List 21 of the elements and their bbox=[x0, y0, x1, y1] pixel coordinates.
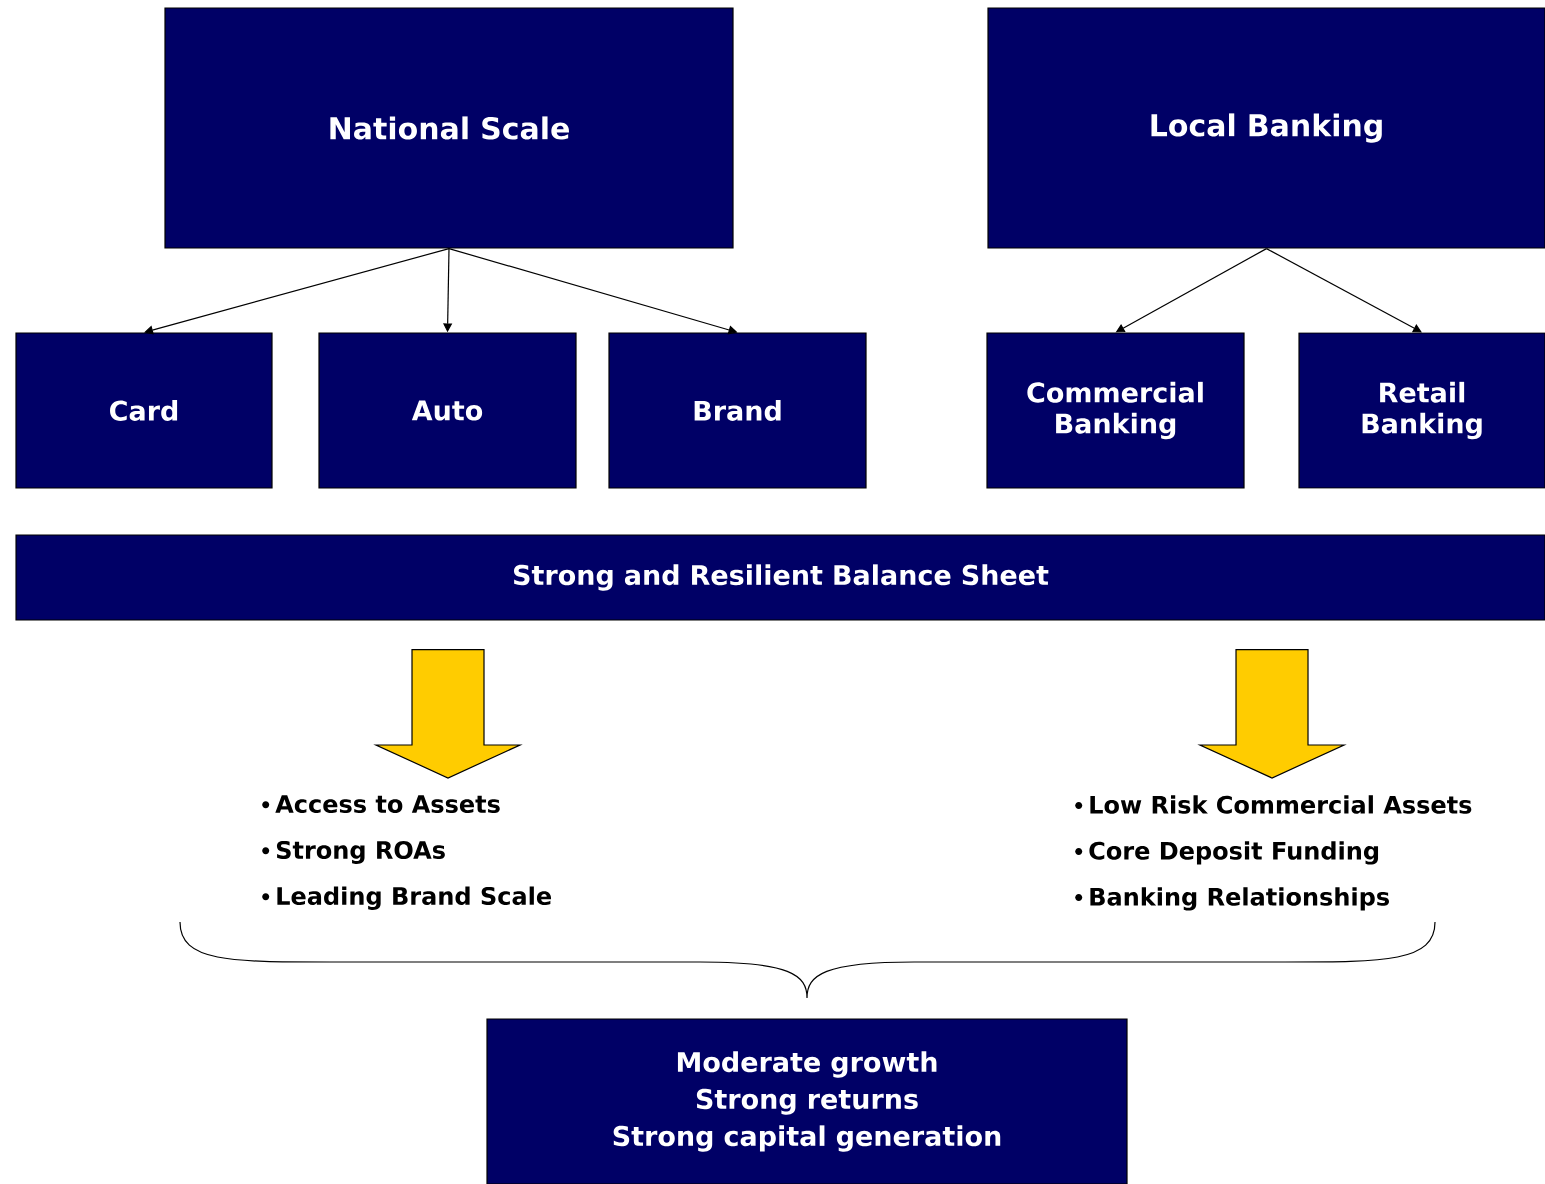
category-box: Brand bbox=[608, 332, 867, 489]
category-box: National Scale bbox=[164, 7, 734, 249]
arrow bbox=[144, 248, 450, 335]
node-label: Banking Relationships bbox=[1090, 887, 1389, 911]
node-label: Access to Assets bbox=[275, 795, 500, 814]
bullet-list: Low Risk Commercial Assets Core Deposit Funding Banking Relationships bbox=[1075, 795, 1472, 911]
bullet-list: Access to Assets Strong ROAs Leading Brand Scale bbox=[262, 795, 551, 910]
outcome-box: Moderate growth Strong returns Strong capital generation bbox=[486, 1018, 1128, 1184]
block-arrow bbox=[373, 649, 523, 779]
category-box: Local Banking bbox=[987, 7, 1545, 249]
category-box: Card bbox=[15, 332, 273, 489]
node-label: Low Risk Commercial Assets bbox=[1090, 795, 1472, 814]
block-arrow bbox=[1197, 649, 1347, 779]
category-box: Retail Banking bbox=[1298, 332, 1545, 489]
category-box: Commercial Banking bbox=[986, 332, 1245, 489]
arrow bbox=[1265, 248, 1422, 333]
category-box: Auto bbox=[318, 332, 577, 489]
node-label: Leading Brand Scale bbox=[277, 886, 552, 910]
node-label: Core Deposit Funding bbox=[1089, 841, 1379, 865]
banner: Strong and Resilient Balance Sheet bbox=[15, 534, 1545, 621]
node-label: Strong ROAs bbox=[276, 840, 445, 864]
